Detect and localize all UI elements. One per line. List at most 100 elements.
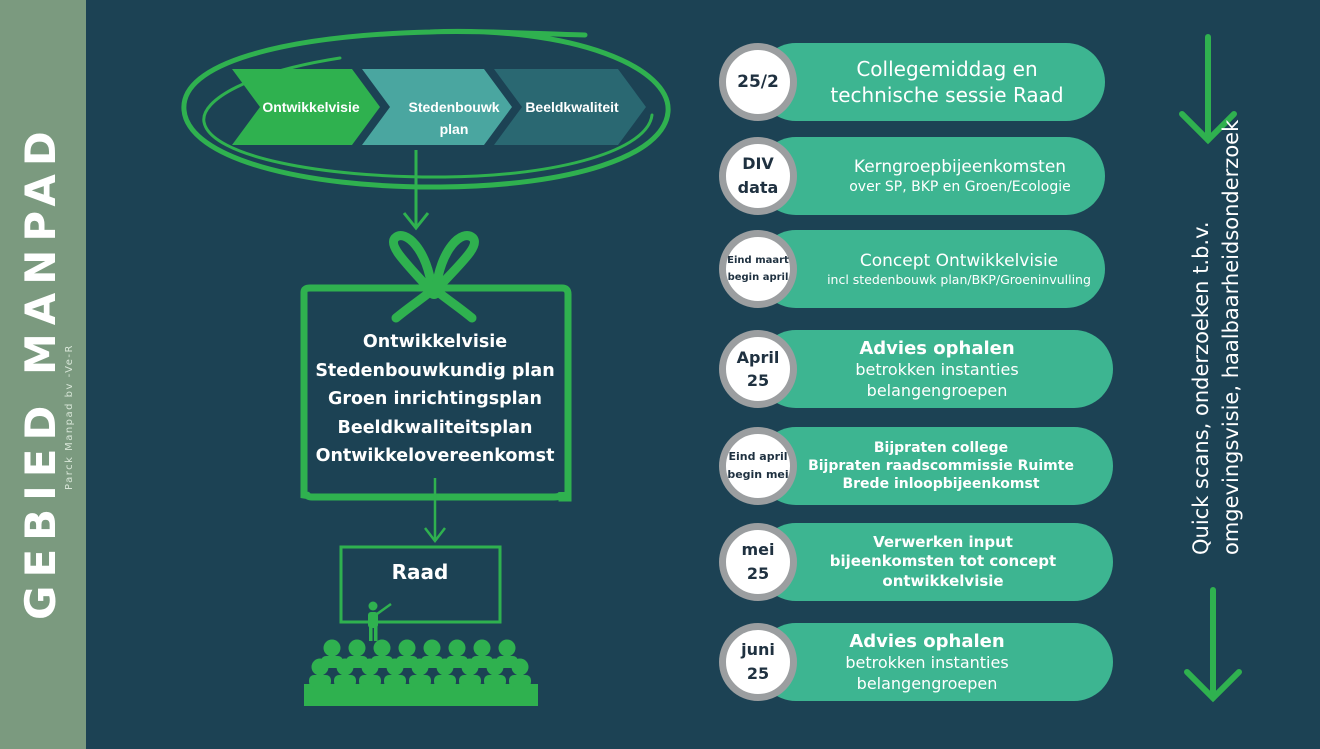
chevron-label-stedenbouwk: Stedenbouwk plan [395,96,513,140]
gift-contents: Ontwikkelvisie Stedenbouwkundig plan Gro… [300,328,570,471]
timeline-date-badge: juni 25 [719,623,797,701]
highlight-ellipse [181,28,671,190]
gift-item: Ontwikkelovereenkomst [315,446,555,466]
audience-head [448,639,466,657]
timeline-description: Collegemiddag en technische sessie Raad [799,43,1095,121]
timeline-date: DIV [742,154,774,173]
timeline-line: bijeenkomsten tot concept [829,552,1057,571]
timeline-date: begin april [727,272,789,283]
timeline-line: over SP, BKP en Groen/Ecologie [849,178,1071,195]
timeline-date-badge: April 25 [719,330,797,408]
timeline-line: Bijpraten college [873,439,1009,456]
timeline-date-badge: DIV data [719,137,797,215]
timeline-pill [757,43,1105,121]
timeline-date: 25/2 [737,72,779,92]
timeline-line: betrokken instanties [845,652,1009,672]
timeline-date: Eind maart [727,255,789,266]
vertical-note-line: Quick scans, onderzoeken t.b.v. [1189,221,1213,555]
audience-head [473,639,491,657]
timeline-date-badge: 25/2 [719,43,797,121]
timeline-pill [757,427,1113,505]
timeline-line: Brede inloopbijeenkomst [842,476,1040,493]
audience-head [361,658,379,676]
audience-head [486,658,504,676]
gift-item: Beeldkwaliteitsplan [337,417,533,438]
timeline-pill [757,330,1113,408]
timeline-date: 25 [746,564,770,583]
timeline-line: belangengroepen [856,673,998,693]
audience-body [509,675,531,687]
timeline-line: belangengroepen [866,380,1008,400]
vertical-note: Quick scans, onderzoeken t.b.v. omgeving… [1186,119,1246,555]
timeline-line: ontwikkelvisie [882,571,1004,590]
gift-bow-icon [389,231,479,323]
timeline-pill [757,623,1113,701]
audience-icon [304,639,538,706]
chevron-ontwikkelvisie [232,69,380,145]
arrow-down-to-gift [402,150,430,231]
timeline-date: Eind april [728,450,788,463]
timeline-date: 25 [746,664,770,683]
timeline-date: juni [741,640,775,659]
timeline-date: 25 [746,371,770,390]
vertical-note-line: omgevingsvisie, haalbaarheidsonderzoek [1219,119,1243,555]
timeline-description: Advies ophalen betrokken instanties bela… [809,330,1065,408]
timeline-line: Collegemiddag en [856,57,1038,81]
audience-head [511,658,529,676]
timeline-line: incl stedenbouwk plan/BKP/Groeninvulling [827,271,1091,287]
audience-body [334,675,356,687]
timeline-line: Advies ophalen [859,337,1015,359]
chevron-label-line: Ontwikkelvisie [262,99,360,115]
timeline-date: mei [741,540,775,559]
audience-head [398,639,416,657]
timeline-pill [757,523,1113,601]
gift-box [300,284,572,502]
chevron-label-line: Stedenbouwk [408,99,500,115]
timeline-pill [757,137,1105,215]
timeline-date: begin mei [727,468,789,481]
chevron-label-beeldkwaliteit: Beeldkwaliteit [522,96,622,118]
timeline-date-badge: Eind maart begin april [719,230,797,308]
timeline-line: Bijpraten raadscommissie Ruimte [808,457,1074,474]
arrow-down-bottom-right [1184,587,1242,703]
audience-body [384,675,406,687]
raad-board [339,545,502,624]
sidebar: GEBIED MANPAD Parck Manpad bv -Ve-R [0,0,86,749]
gift-item: Ontwikkelvisie [362,332,508,352]
arrow-down-to-raad [424,478,446,544]
timeline-line: Kerngroepbijeenkomsten [853,156,1067,177]
audience-head [348,639,366,657]
audience-body [409,675,431,687]
raad-label: Raad [391,560,449,584]
audience-body [309,675,331,687]
chevron-label-line: Beeldkwaliteit [525,99,619,115]
gift-item: Stedenbouwkundig plan [315,360,555,381]
audience-body [484,675,506,687]
timeline-line: betrokken instanties [855,359,1019,379]
audience-head [311,658,329,676]
timeline-line: Concept Ontwikkelvisie [859,250,1059,271]
timeline-date-badge: mei 25 [719,523,797,601]
audience-head [436,658,454,676]
audience-head [461,658,479,676]
audience-head [386,658,404,676]
audience-head [423,639,441,657]
timeline-date: April [736,348,780,367]
audience-body [434,675,456,687]
timeline-pill [757,230,1105,308]
chevron-label-line: plan [439,121,469,137]
timeline-description: Advies ophalen betrokken instanties bela… [799,623,1055,701]
timeline-line: technische sessie Raad [830,83,1064,107]
chevron-beeldkwaliteit [494,69,646,145]
timeline-description: Concept Ontwikkelvisie incl stedenbouwk … [811,230,1107,308]
chevron-label-ontwikkelvisie: Ontwikkelvisie [252,96,370,118]
timeline-line: Verwerken input [873,532,1013,551]
timeline-description: Verwerken input bijeenkomsten tot concep… [809,523,1077,601]
audience-body [359,675,381,687]
audience-head [373,639,391,657]
gift-item: Groen inrichtingsplan [328,389,542,409]
timeline-date: data [737,178,779,197]
audience-head [498,639,516,657]
audience-head [336,658,354,676]
